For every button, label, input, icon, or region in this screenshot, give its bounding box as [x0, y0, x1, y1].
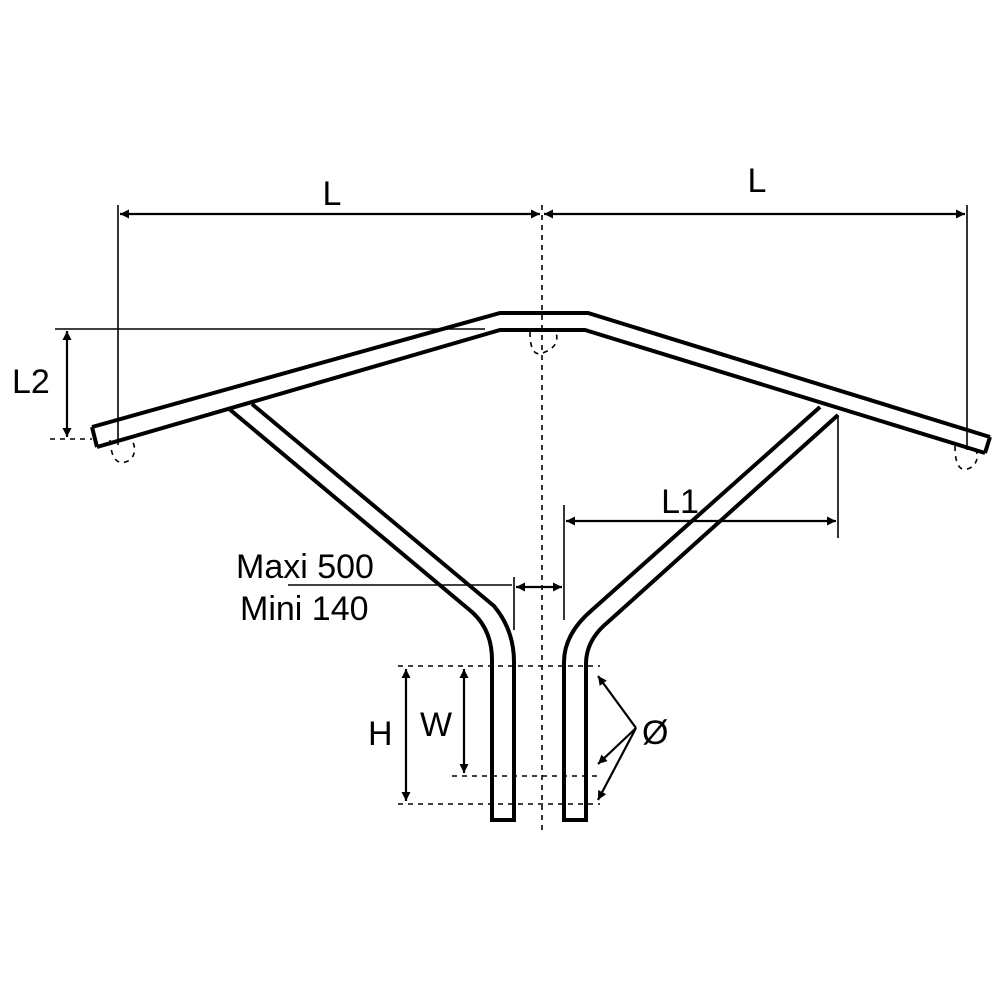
top-bar-upper-edge [91, 311, 991, 439]
top-bar-left-end [90, 426, 99, 448]
diameter-leader-middle [597, 727, 637, 765]
label-width-w: W [420, 706, 452, 744]
label-height-l2: L2 [12, 363, 50, 401]
left-riser [226, 402, 516, 822]
label-length-left: L [323, 175, 342, 213]
label-length-right: L [748, 162, 767, 200]
label-length-l1: L1 [661, 483, 699, 521]
left-end-cap-hidden [109, 439, 136, 464]
label-height-h: H [368, 715, 393, 753]
label-mini: Mini 140 [240, 590, 369, 628]
label-maxi: Maxi 500 [236, 548, 374, 586]
diameter-leader-bottom [597, 727, 637, 801]
top-bar-right-end [983, 436, 992, 454]
label-diameter: Ø [642, 714, 668, 752]
center-cap-hidden [529, 331, 558, 355]
diameter-leader-top [597, 675, 637, 729]
top-bar-lower-edge [96, 328, 986, 455]
right-riser [562, 405, 840, 822]
right-end-cap-hidden [954, 445, 978, 471]
